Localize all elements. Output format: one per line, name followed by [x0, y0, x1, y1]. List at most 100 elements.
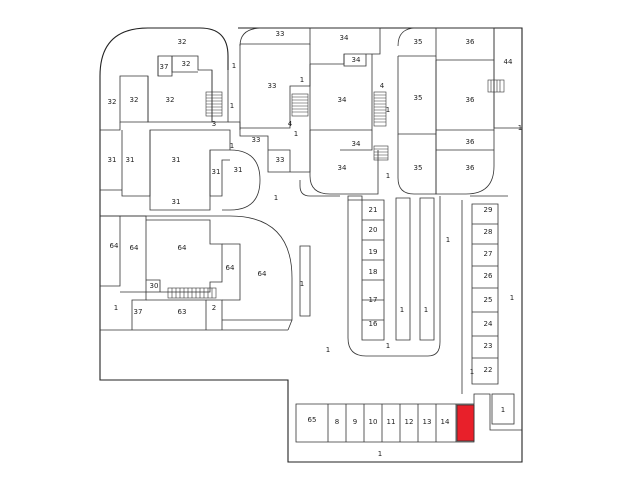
label-building-2: 2: [212, 304, 216, 312]
site-boundary: [99, 27, 523, 463]
label-parking-11: 11: [387, 418, 396, 426]
label-unit-1: 1: [274, 194, 278, 202]
stair-34: [373, 91, 389, 161]
driveway: [299, 180, 340, 317]
label-unit-1: 1: [400, 306, 404, 314]
building-34: [309, 27, 381, 195]
building-36: [435, 27, 522, 195]
label-parking-24: 24: [484, 320, 493, 328]
label-building-64: 64: [130, 244, 139, 252]
label-unit-1: 1: [501, 406, 505, 414]
label-building-33: 33: [276, 30, 285, 38]
label-parking-13: 13: [423, 418, 432, 426]
label-unit-1: 1: [114, 304, 118, 312]
label-parking-9: 9: [353, 418, 357, 426]
label-parking-29: 29: [484, 206, 493, 214]
label-unit-1: 1: [510, 294, 514, 302]
label-unit-1: 1: [294, 130, 298, 138]
label-parking-26: 26: [484, 272, 493, 280]
label-building-31: 31: [172, 198, 181, 206]
label-unit-1: 1: [300, 76, 304, 84]
parking-row-bottom: [295, 393, 522, 443]
label-building-33: 33: [268, 82, 277, 90]
label-building-31: 31: [212, 168, 221, 176]
label-building-31: 31: [108, 156, 117, 164]
label-parking-12: 12: [405, 418, 414, 426]
label-building-31: 31: [172, 156, 181, 164]
label-unit-3: 3: [212, 120, 216, 128]
stair-64: [167, 287, 217, 299]
label-unit-1: 1: [230, 102, 234, 110]
label-building-32: 32: [130, 96, 139, 104]
label-building-31: 31: [126, 156, 135, 164]
label-parking-22: 22: [484, 366, 493, 374]
label-parking-23: 23: [484, 342, 493, 350]
stair-33: [291, 93, 309, 117]
label-parking-21: 21: [369, 206, 378, 214]
label-parking-27: 27: [484, 250, 493, 258]
label-unit-1: 1: [470, 368, 474, 376]
label-unit-1: 1: [386, 106, 390, 114]
label-parking-25: 25: [484, 296, 493, 304]
label-building-64: 64: [226, 264, 235, 272]
label-unit-4: 4: [288, 120, 293, 128]
building-32: [100, 55, 241, 131]
label-building-37: 37: [134, 308, 143, 316]
label-building-35: 35: [414, 38, 423, 46]
label-parking-20: 20: [369, 226, 378, 234]
label-parking-16: 16: [369, 320, 378, 328]
label-unit-1: 1: [378, 450, 382, 458]
label-building-33: 33: [276, 156, 285, 164]
label-parking-8: 8: [335, 418, 339, 426]
label-building-32: 32: [178, 38, 187, 46]
label-unit-1: 1: [326, 346, 330, 354]
label-building-32: 32: [108, 98, 117, 106]
label-unit-1: 1: [424, 306, 428, 314]
label-building-64: 64: [110, 242, 119, 250]
unit-labels: 32 32 37 32 32 32 33 33 33 33 34 34 34 3…: [108, 30, 523, 458]
label-parking-28: 28: [484, 228, 493, 236]
label-parking-17: 17: [369, 296, 378, 304]
label-parking-65: 65: [308, 416, 317, 424]
label-building-35: 35: [414, 164, 423, 172]
label-unit-1: 1: [232, 62, 236, 70]
label-parking-14: 14: [441, 418, 450, 426]
label-unit-1: 1: [518, 124, 522, 132]
label-building-35: 35: [414, 94, 423, 102]
label-building-63: 63: [178, 308, 187, 316]
label-building-34: 34: [352, 140, 361, 148]
label-building-30: 30: [150, 282, 159, 290]
label-building-36: 36: [466, 138, 475, 146]
label-building-64: 64: [178, 244, 187, 252]
label-unit-1: 1: [386, 342, 390, 350]
label-building-31: 31: [234, 166, 243, 174]
label-building-34: 34: [338, 96, 347, 104]
label-building-34: 34: [340, 34, 349, 42]
highlighted-parking-space[interactable]: [456, 404, 475, 442]
label-building-34: 34: [338, 164, 347, 172]
label-building-44: 44: [504, 58, 513, 66]
label-building-33: 33: [252, 136, 261, 144]
label-building-37: 37: [160, 63, 169, 71]
label-parking-19: 19: [369, 248, 378, 256]
label-parking-18: 18: [369, 268, 378, 276]
label-unit-4: 4: [380, 82, 385, 90]
label-building-36: 36: [466, 164, 475, 172]
label-building-34: 34: [352, 56, 361, 64]
label-unit-1: 1: [386, 172, 390, 180]
label-building-32: 32: [182, 60, 191, 68]
label-unit-1: 1: [446, 236, 450, 244]
parking-column-right: [461, 195, 508, 394]
label-unit-1: 1: [230, 142, 234, 150]
label-building-64: 64: [258, 270, 267, 278]
parking-island-center: [347, 195, 441, 357]
label-building-36: 36: [466, 38, 475, 46]
building-64: [100, 215, 293, 331]
label-building-32: 32: [166, 96, 175, 104]
label-parking-10: 10: [369, 418, 378, 426]
stair-32: [205, 91, 223, 117]
label-unit-1: 1: [300, 280, 304, 288]
label-building-36: 36: [466, 96, 475, 104]
stair-36: [487, 79, 505, 93]
